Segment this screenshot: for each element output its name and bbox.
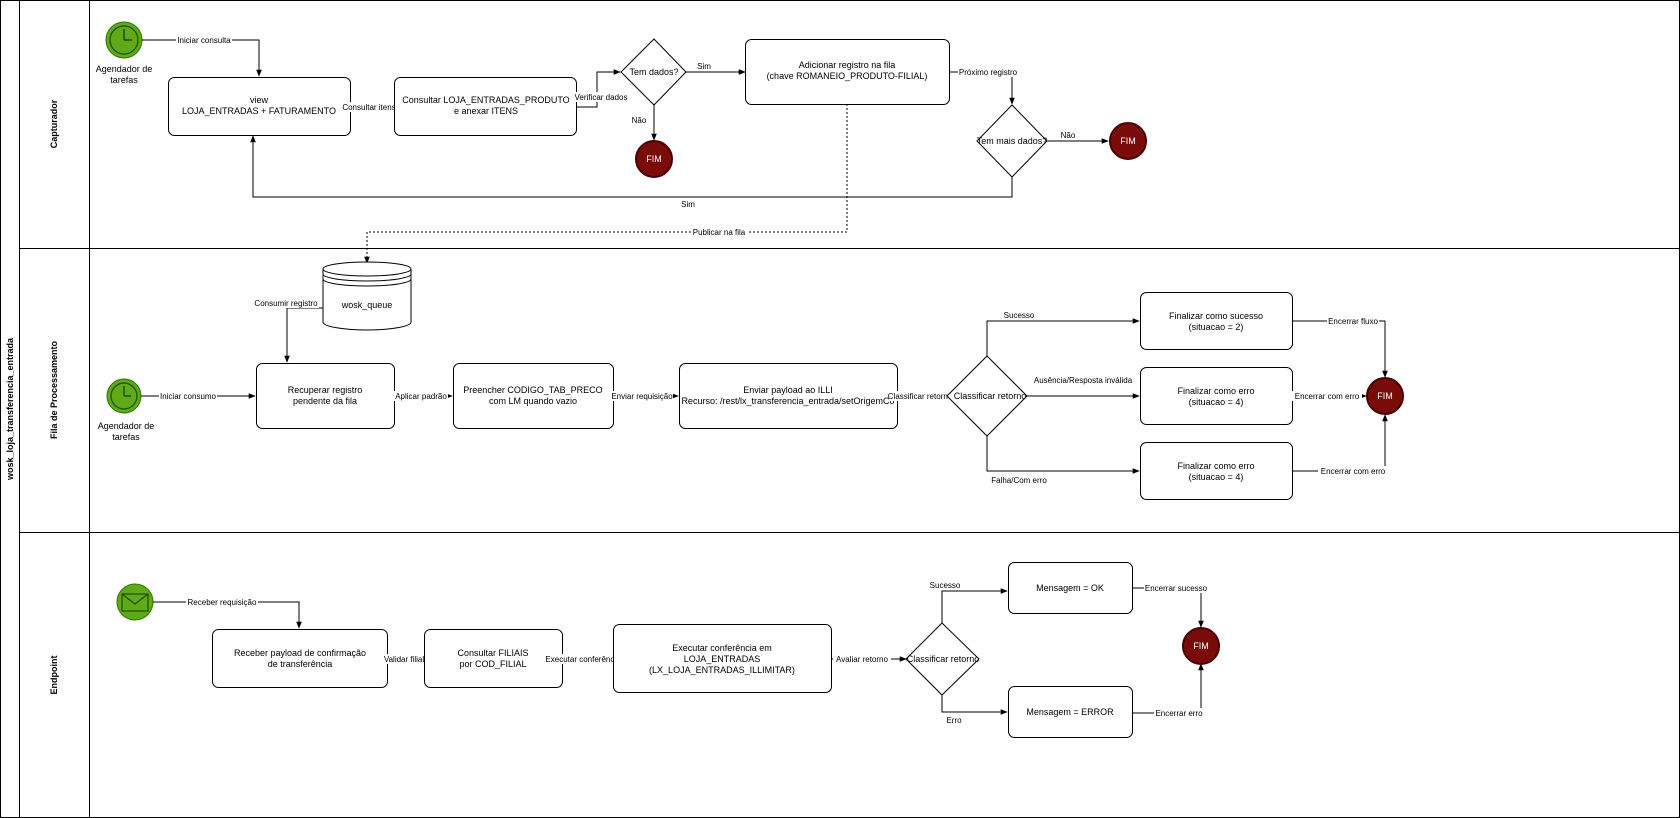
end-event-label: FIM [1193, 641, 1209, 651]
edge-label: Classificar retorno [888, 392, 953, 401]
edge-label: Encerrar fluxo [1328, 317, 1378, 326]
task-recuperar-registro-line1: Recuperar registro [288, 385, 363, 395]
task-finalizar-erro-line1: Finalizar como erro [1177, 461, 1254, 471]
edge-label: Validar filial [384, 655, 425, 664]
lane-fila: wosk_queue Consumir registro Agendador d… [98, 261, 1404, 500]
end-event-label: FIM [1377, 391, 1393, 401]
edge-label: Falha/Com erro [991, 476, 1047, 485]
task-view-line2: LOJA_ENTRADAS + FATURAMENTO [182, 106, 336, 116]
edge-label: Publicar na fila [693, 228, 746, 237]
gateway-tem-dados-label: Tem dados? [629, 67, 678, 77]
task-preencher-codigo-line2: com LM quando vazio [489, 396, 577, 406]
task-finalizar-sucesso[interactable] [1140, 292, 1293, 350]
end-event-label: FIM [646, 154, 662, 164]
lane-capturador: Agendador de tarefas Iniciar consulta vi… [96, 21, 1147, 264]
task-consultar-filiais-line1: Consultar FILIAIS [457, 648, 528, 658]
lane-fila-title: Fila de Processamento [49, 340, 59, 439]
task-finalizar-erro[interactable] [1140, 442, 1293, 500]
edge-label: Verificar dados [575, 93, 628, 102]
task-view-line1: view [250, 95, 269, 105]
task-mensagem-error-label: Mensagem = ERROR [1026, 707, 1114, 717]
pool-title: wosk_loja_transferencia_entrada [5, 337, 15, 481]
task-executar-conferencia-line1: Executar conferência em [672, 643, 772, 653]
edge-label: Consultar itens [342, 103, 395, 112]
edge-label: Ausência/Resposta inválida [1034, 376, 1133, 385]
task-consultar-produto-line2: e anexar ITENS [454, 106, 518, 116]
end-event[interactable] [1366, 377, 1404, 415]
lane-endpoint: Receber requisição Receber payload de co… [116, 562, 1220, 738]
timer-start-event[interactable] [106, 378, 142, 414]
edge-label: Sucesso [930, 581, 961, 590]
timer-label: tarefas [110, 75, 138, 85]
edge-label: Encerrar erro [1155, 709, 1203, 718]
task-finalizar-erro-line1: Finalizar como erro [1177, 386, 1254, 396]
edge-label: Não [632, 116, 647, 125]
edge-label: Aplicar padrão [395, 392, 447, 401]
task-receber-payload-line1: Receber payload de confirmação [234, 648, 366, 658]
queue-label: wosk_queue [341, 300, 393, 310]
end-event-label: FIM [1120, 136, 1136, 146]
task-finalizar-erro-line2: (situacao = 4) [1189, 472, 1244, 482]
timer-label: Agendador de [96, 64, 153, 74]
task-executar-conferencia-line2: LOJA_ENTRADAS [684, 654, 761, 664]
task-finalizar-erro[interactable] [1140, 367, 1293, 425]
edge-label: Sim [697, 62, 711, 71]
task-finalizar-sucesso-line2: (situacao = 2) [1189, 322, 1244, 332]
message-start-event[interactable] [116, 583, 154, 621]
end-event[interactable] [635, 140, 673, 178]
end-event[interactable] [1109, 122, 1147, 160]
task-enviar-payload-line1: Enviar payload ao ILLI [743, 385, 833, 395]
timer-label: tarefas [112, 432, 140, 442]
task-consultar-produto-line1: Consultar LOJA_ENTRADAS_PRODUTO [402, 95, 569, 105]
edge-label: Iniciar consulta [177, 36, 231, 45]
lane-endpoint-title: Endpoint [49, 656, 59, 695]
timer-start-event[interactable] [105, 21, 143, 59]
edge-label: Sucesso [1004, 311, 1035, 320]
edge-label: Receber requisição [188, 598, 257, 607]
edge-label: Executar conferência [545, 655, 621, 664]
task-enviar-payload-line2: Recurso: /rest/lx_transferencia_entrada/… [681, 396, 894, 406]
queue-datastore[interactable] [322, 261, 412, 331]
edge-label: Erro [946, 716, 962, 725]
task-recuperar-registro-line2: pendente da fila [293, 396, 357, 406]
edge-label: Não [1061, 131, 1076, 140]
edge-label: Enviar requisição [611, 392, 673, 401]
task-mensagem-ok-label: Mensagem = OK [1036, 583, 1104, 593]
task-adicionar-fila-line2: (chave ROMANEIO_PRODUTO-FILIAL) [767, 71, 928, 81]
edge-label: Avaliar retorno [836, 655, 888, 664]
gateway-classificar-retorno-label: Classificar retorno [907, 654, 980, 664]
gateway-classificar-retorno-label: Classificar retorno [954, 391, 1027, 401]
edge-label: Encerrar sucesso [1145, 584, 1208, 593]
task-preencher-codigo-line1: Preencher CODIGO_TAB_PRECO [463, 385, 602, 395]
lane-capturador-title: Capturador [49, 99, 59, 148]
end-event[interactable] [1182, 627, 1220, 665]
envelope-icon [121, 593, 149, 612]
gateway-tem-mais-dados-label: Tem mais dados? [977, 136, 1048, 146]
edge-label: Encerrar com erro [1321, 467, 1386, 476]
task-mensagem-error[interactable] [1008, 686, 1133, 738]
edge-label: Iniciar consumo [160, 392, 217, 401]
task-finalizar-sucesso-line1: Finalizar como sucesso [1169, 311, 1263, 321]
task-executar-conferencia-line3: (LX_LOJA_ENTRADAS_ILLIMITAR) [649, 665, 795, 675]
task-receber-payload-line2: de transferência [268, 659, 333, 669]
edge-label: Próximo registro [959, 68, 1018, 77]
edge-label: Consumir registro [254, 299, 318, 308]
task-finalizar-erro-line2: (situacao = 4) [1189, 397, 1244, 407]
task-consultar-filiais-line2: por COD_FILIAL [459, 659, 526, 669]
timer-label: Agendador de [98, 421, 155, 431]
edge-label: Sim [681, 200, 695, 209]
edge-label: Encerrar com erro [1295, 392, 1360, 401]
task-adicionar-fila-line1: Adicionar registro na fila [799, 60, 896, 70]
